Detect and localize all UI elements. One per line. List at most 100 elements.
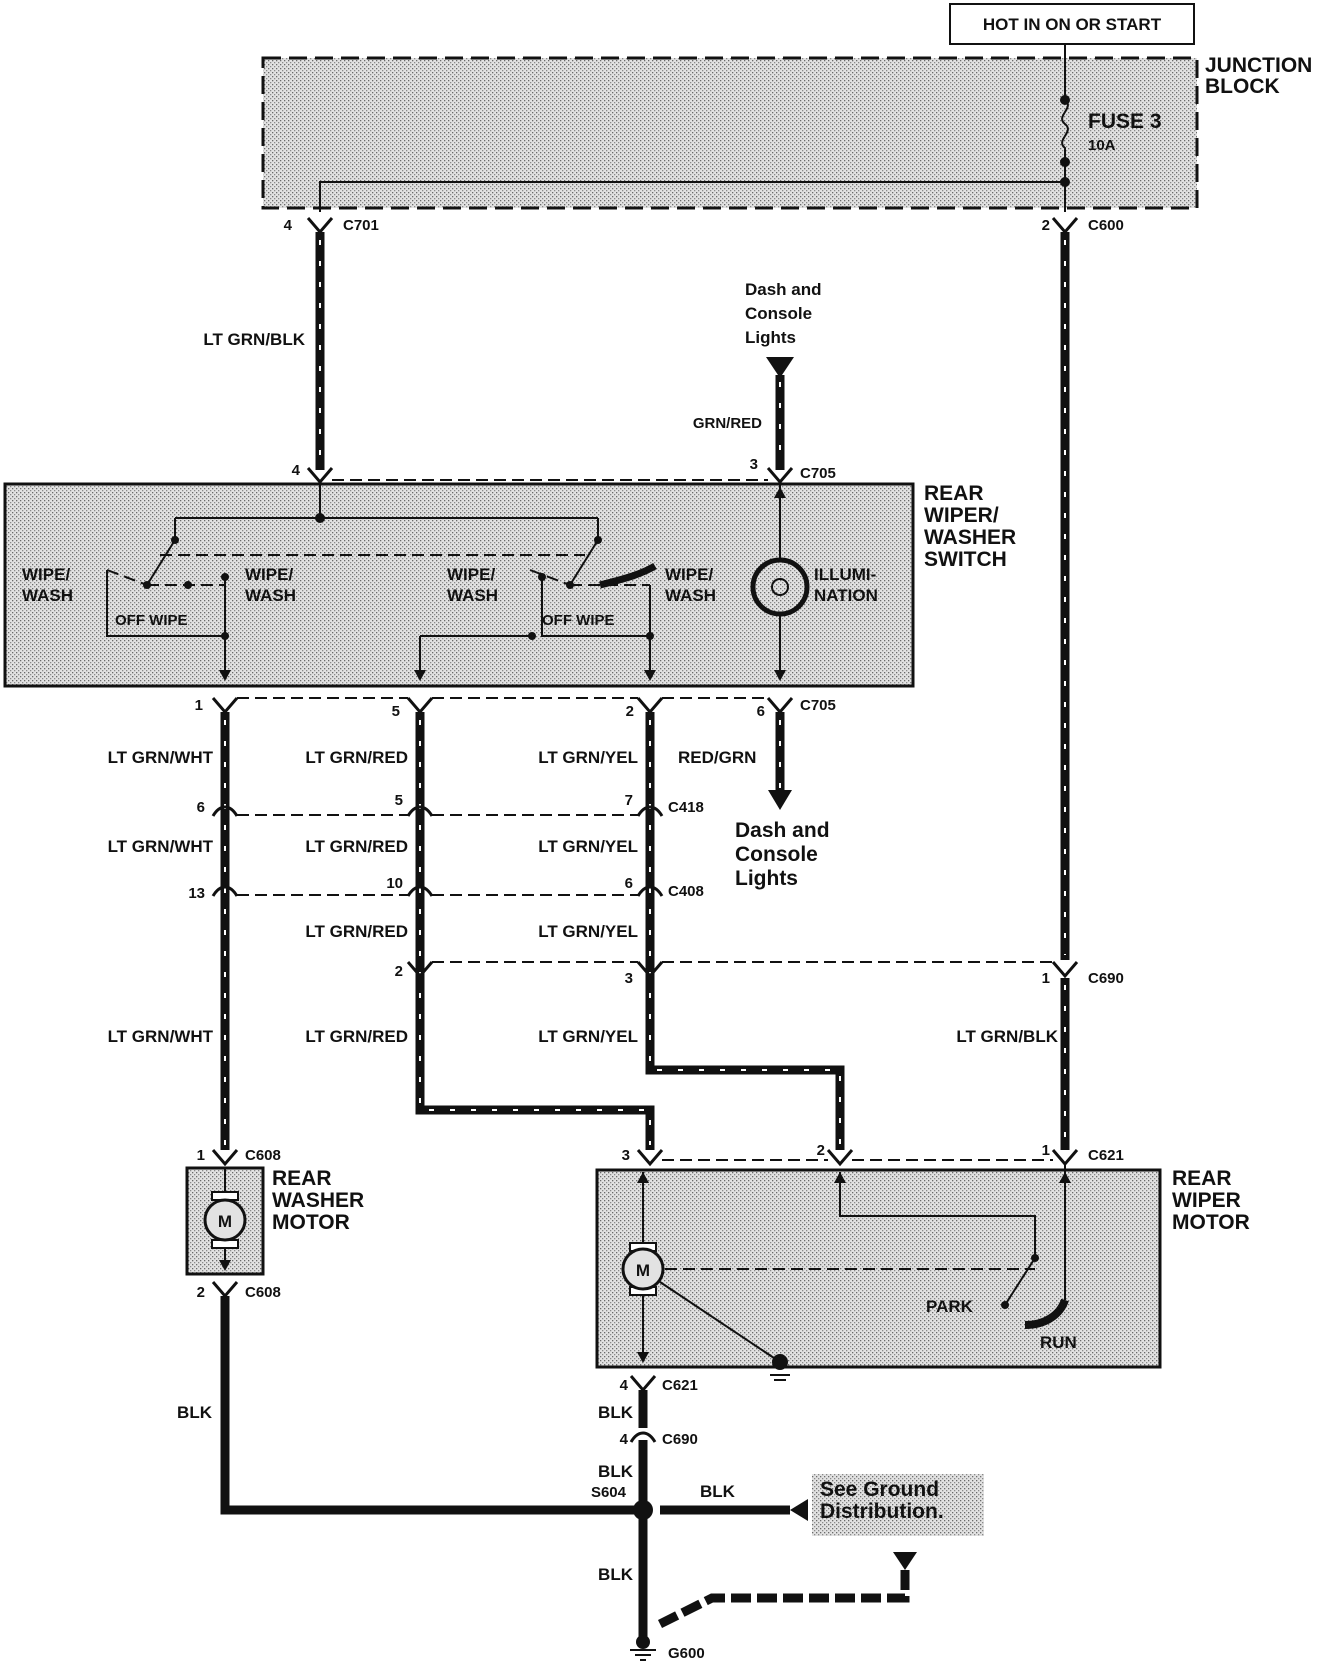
svg-text:RED/GRN: RED/GRN <box>678 748 756 767</box>
svg-text:REAR: REAR <box>924 482 984 505</box>
connector-c621-bottom: 4 C621 <box>620 1375 698 1394</box>
wire-ltgrn-red <box>415 712 655 1150</box>
svg-text:2: 2 <box>1042 217 1050 234</box>
svg-text:S604: S604 <box>591 1484 627 1501</box>
dash-lights-input: Dash and Console Lights GRN/RED <box>693 280 822 470</box>
svg-text:ILLUMI-: ILLUMI- <box>814 565 876 584</box>
wire-label-ltgrn-blk-1: LT GRN/BLK <box>203 330 305 349</box>
case-ground-icon <box>772 1354 788 1370</box>
svg-text:BLK: BLK <box>700 1482 736 1501</box>
svg-text:3: 3 <box>750 456 758 473</box>
ground-icon <box>636 1635 650 1649</box>
svg-text:SWITCH: SWITCH <box>924 548 1007 571</box>
wire-ltgrn-yel <box>645 712 845 1150</box>
svg-text:C600: C600 <box>1088 217 1124 234</box>
svg-text:7: 7 <box>625 792 633 809</box>
connector-c418: 6 5 7 C418 <box>197 792 704 817</box>
connector-c600: 2 C600 <box>1042 217 1124 235</box>
svg-text:OFF WIPE: OFF WIPE <box>115 612 188 629</box>
bulb-icon <box>771 578 789 596</box>
fuse-3-rating: 10A <box>1088 137 1116 154</box>
svg-text:WIPE/: WIPE/ <box>245 565 293 584</box>
svg-text:LT GRN/YEL: LT GRN/YEL <box>538 837 638 856</box>
rear-washer-motor: M REAR WASHER MOTOR <box>185 1166 364 1276</box>
svg-text:G600: G600 <box>668 1645 705 1662</box>
ground-ref-arrow-icon <box>790 1499 808 1521</box>
svg-text:WASH: WASH <box>665 586 716 605</box>
svg-text:RUN: RUN <box>1040 1333 1077 1352</box>
connector-c608-bottom: 2 C608 <box>197 1281 281 1301</box>
svg-text:4: 4 <box>284 217 293 234</box>
svg-text:C701: C701 <box>343 217 379 234</box>
connector-c690-bottom: 4 C690 <box>620 1431 698 1448</box>
svg-text:10: 10 <box>386 875 403 892</box>
svg-text:WIPE/: WIPE/ <box>665 565 713 584</box>
svg-text:4: 4 <box>292 462 301 479</box>
svg-text:6: 6 <box>197 799 205 816</box>
svg-text:Console: Console <box>745 304 812 323</box>
output-arrow-icon <box>768 790 792 810</box>
svg-text:BLK: BLK <box>177 1403 213 1422</box>
svg-text:WIPER/: WIPER/ <box>924 504 999 527</box>
svg-text:LT GRN/RED: LT GRN/RED <box>305 837 408 856</box>
svg-text:M: M <box>636 1261 650 1280</box>
svg-text:Lights: Lights <box>745 328 796 347</box>
svg-text:LT GRN/RED: LT GRN/RED <box>305 1027 408 1046</box>
svg-text:4: 4 <box>620 1431 629 1448</box>
wire-red-grn <box>768 712 792 810</box>
svg-text:C408: C408 <box>668 883 704 900</box>
svg-text:GRN/RED: GRN/RED <box>693 415 762 432</box>
connector-c408: 13 10 6 C408 <box>188 875 704 902</box>
input-arrow-icon <box>766 357 794 378</box>
svg-text:5: 5 <box>395 792 403 809</box>
svg-text:1: 1 <box>197 1147 205 1164</box>
svg-text:BLK: BLK <box>598 1462 634 1481</box>
ground-distribution-ref: See Ground Distribution. <box>657 1474 984 1629</box>
svg-text:1: 1 <box>1042 1142 1050 1159</box>
svg-text:Lights: Lights <box>735 867 798 890</box>
svg-text:WASH: WASH <box>22 586 73 605</box>
svg-text:C690: C690 <box>662 1431 698 1448</box>
svg-text:C705: C705 <box>800 697 836 714</box>
connector-c705-top: 4 3 C705 <box>292 456 836 485</box>
junction-block: JUNCTION BLOCK FUSE 3 10A <box>261 44 1312 212</box>
svg-text:WIPE/: WIPE/ <box>22 565 70 584</box>
svg-text:C418: C418 <box>668 799 704 816</box>
svg-text:C608: C608 <box>245 1147 281 1164</box>
svg-text:1: 1 <box>195 697 203 714</box>
svg-text:2: 2 <box>817 1142 825 1159</box>
junction-block-title-2: BLOCK <box>1205 75 1280 98</box>
svg-text:2: 2 <box>197 1284 205 1301</box>
svg-text:PARK: PARK <box>926 1297 974 1316</box>
svg-text:2: 2 <box>395 963 403 980</box>
rear-wiper-washer-switch: REAR WIPER/ WASHER SWITCH <box>3 482 1016 688</box>
dash-lights-output: Dash and Console Lights <box>735 819 830 890</box>
wire-blk-washer-ground <box>220 1296 640 1515</box>
junction-block-title-1: JUNCTION <box>1205 54 1312 77</box>
connector-c608-top: 1 C608 <box>197 1147 281 1167</box>
power-header: HOT IN ON OR START <box>949 3 1195 45</box>
svg-text:C705: C705 <box>800 465 836 482</box>
svg-text:C608: C608 <box>245 1284 281 1301</box>
svg-text:4: 4 <box>620 1377 629 1394</box>
svg-text:1: 1 <box>1042 970 1050 987</box>
svg-text:M: M <box>218 1212 232 1231</box>
svg-text:Dash and: Dash and <box>745 280 822 299</box>
svg-text:C690: C690 <box>1088 970 1124 987</box>
svg-text:6: 6 <box>757 703 765 720</box>
svg-text:MOTOR: MOTOR <box>272 1211 350 1234</box>
svg-text:LT GRN/YEL: LT GRN/YEL <box>538 1027 638 1046</box>
power-header-text: HOT IN ON OR START <box>983 15 1162 34</box>
svg-text:BLK: BLK <box>598 1565 634 1584</box>
svg-text:WASHER: WASHER <box>272 1189 364 1212</box>
connector-c621-top: 3 2 1 C621 <box>622 1142 1124 1167</box>
svg-text:REAR: REAR <box>1172 1167 1232 1190</box>
svg-text:3: 3 <box>622 1147 630 1164</box>
svg-text:LT GRN/WHT: LT GRN/WHT <box>108 1027 214 1046</box>
wire-label-ltgrn-blk-2: LT GRN/BLK <box>956 1027 1058 1046</box>
svg-text:2: 2 <box>626 703 634 720</box>
svg-text:WASH: WASH <box>245 586 296 605</box>
svg-text:LT GRN/RED: LT GRN/RED <box>305 922 408 941</box>
svg-text:WIPER: WIPER <box>1172 1189 1241 1212</box>
